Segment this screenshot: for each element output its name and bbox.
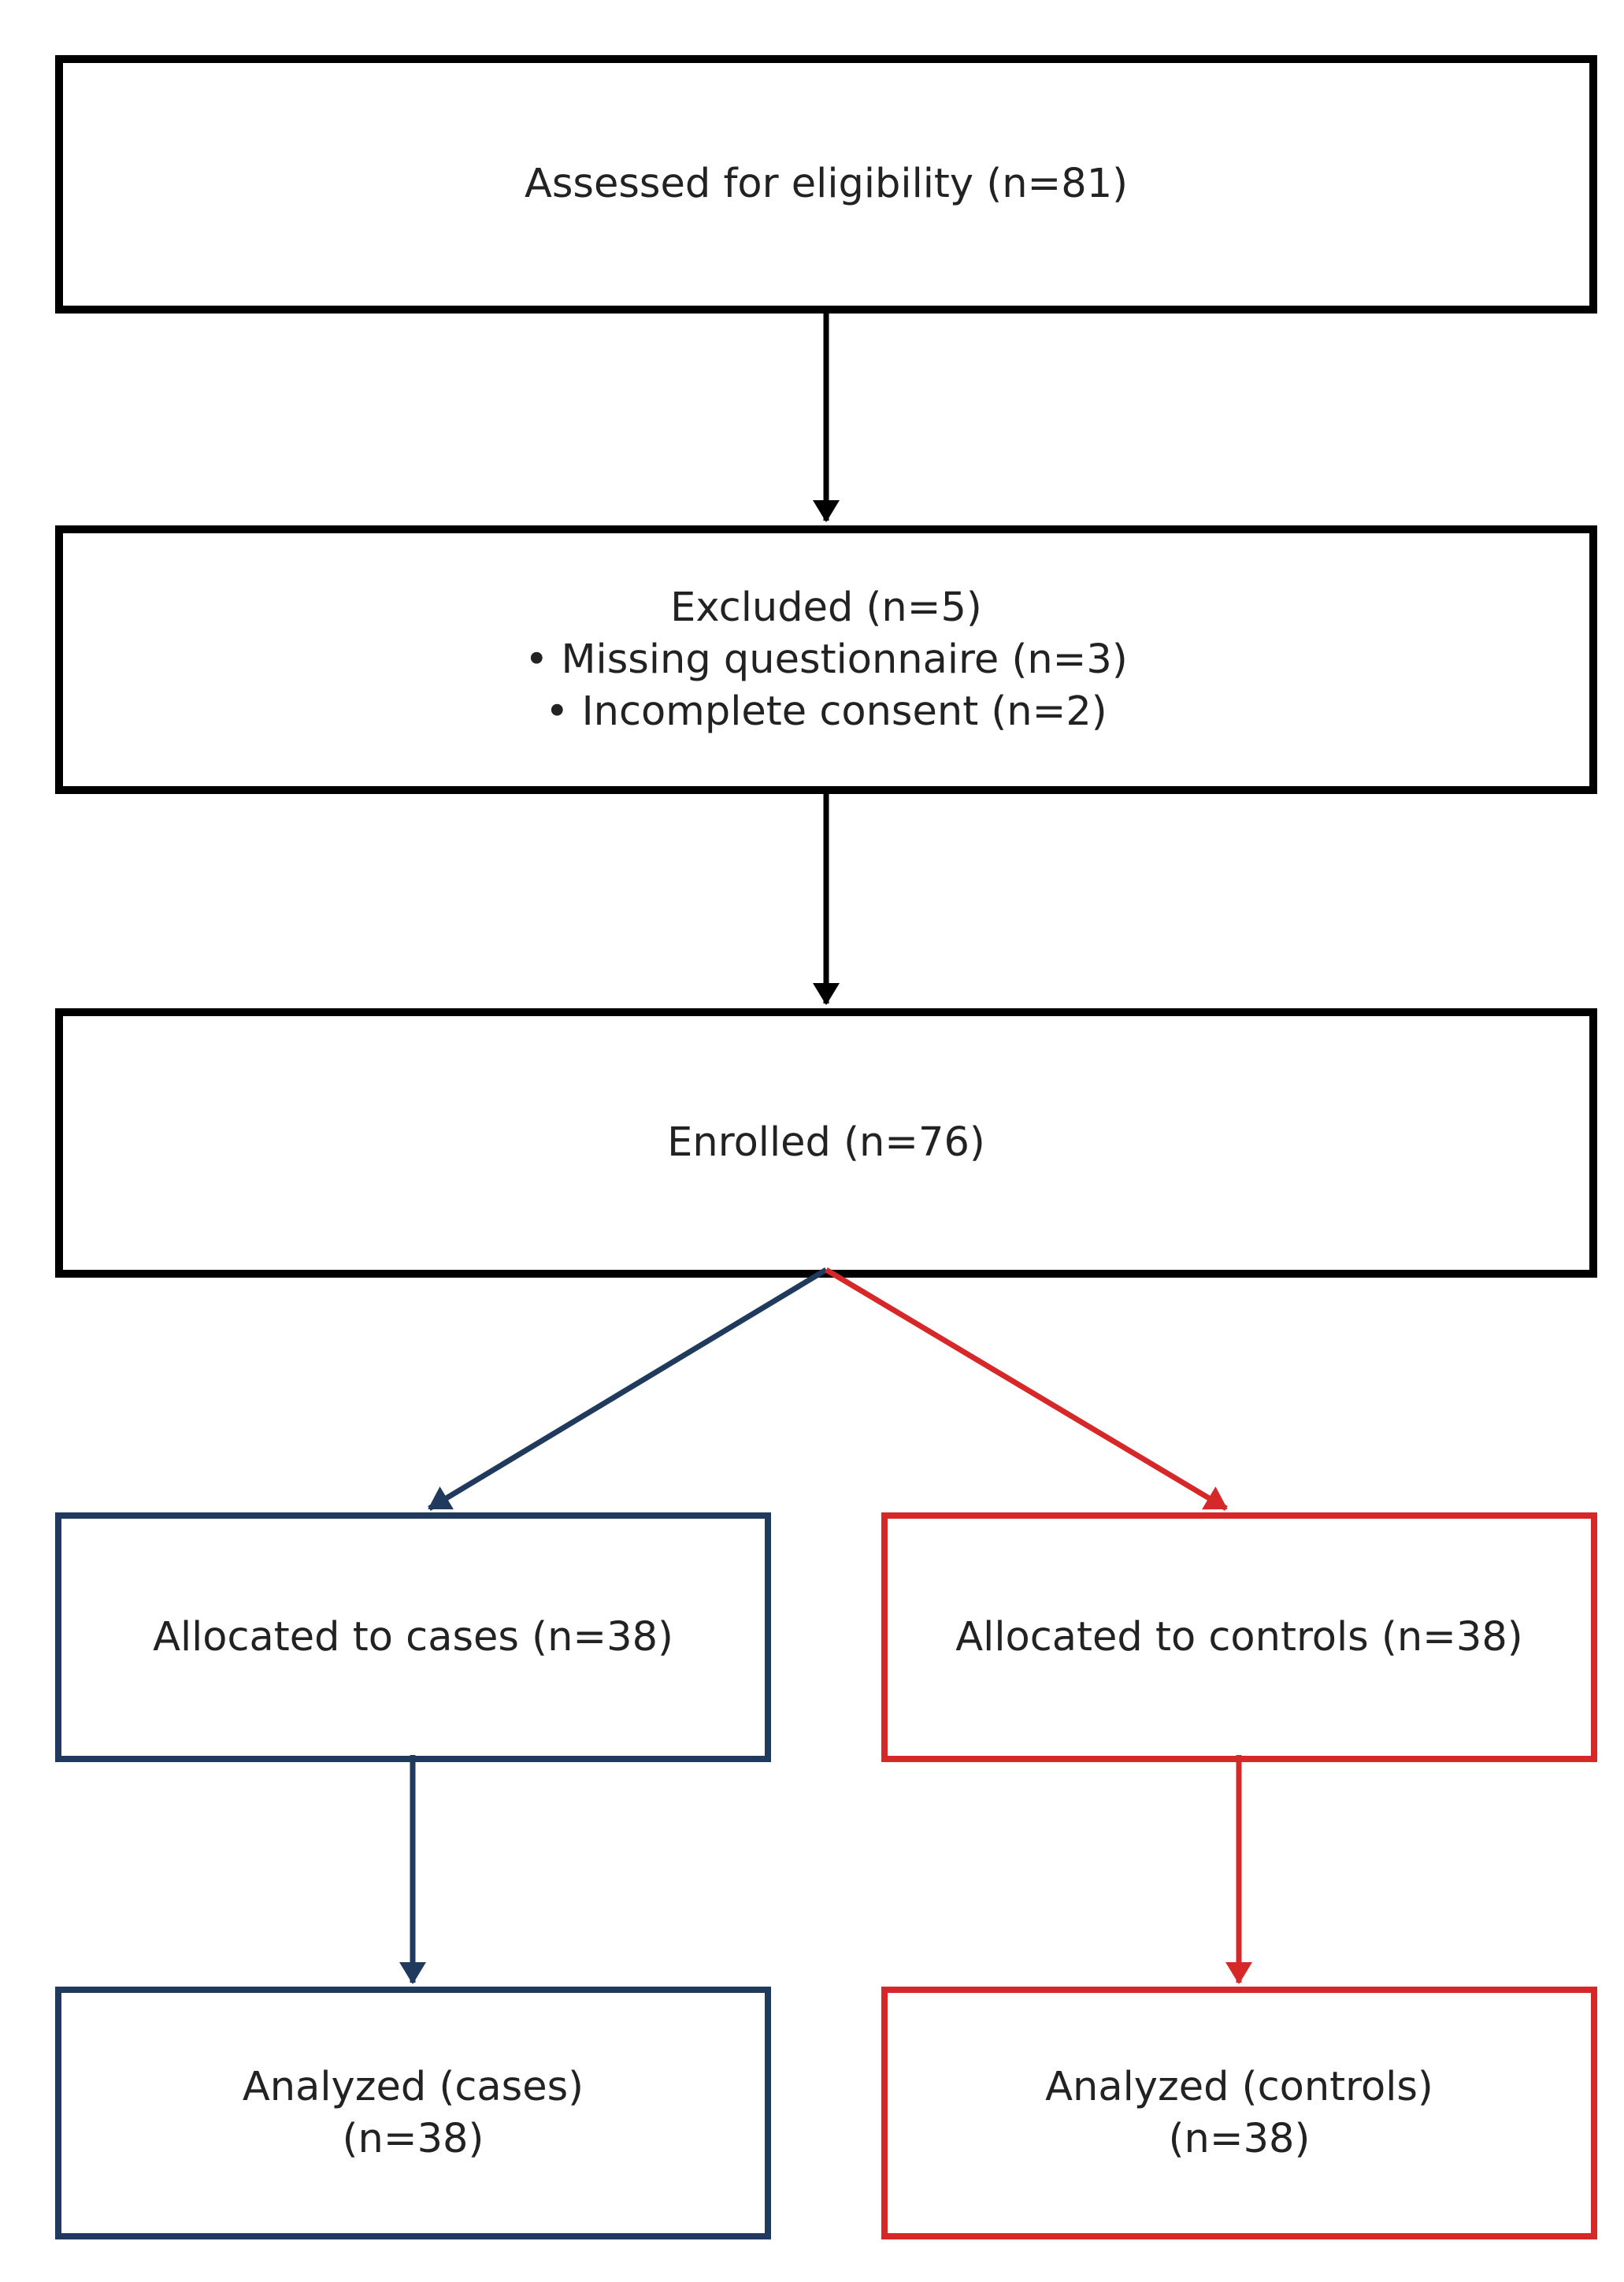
analyzed-controls-line1: Analyzed (controls) bbox=[1045, 2063, 1433, 2110]
analyzed-controls-line2: (n=38) bbox=[1168, 2115, 1311, 2162]
arrow-enrolled-to-cases bbox=[428, 1267, 828, 1511]
box-allocated-to-cases: Allocated to cases (n=38) bbox=[55, 1512, 771, 1762]
allocated-controls-label: Allocated to controls (n=38) bbox=[955, 1613, 1523, 1660]
enrolled-label: Enrolled (n=76) bbox=[667, 1119, 985, 1166]
box-excluded: Excluded (n=5) • Missing questionnaire (… bbox=[55, 525, 1597, 794]
box-analyzed-controls: Analyzed (controls) (n=38) bbox=[881, 1987, 1597, 2239]
excluded-item-missing-questionnaire: • Missing questionnaire (n=3) bbox=[525, 636, 1128, 683]
allocated-cases-label: Allocated to cases (n=38) bbox=[153, 1613, 673, 1660]
assessed-label: Assessed for eligibility (n=81) bbox=[524, 161, 1129, 207]
box-analyzed-cases: Analyzed (cases) (n=38) bbox=[55, 1987, 771, 2239]
box-assessed-for-eligibility: Assessed for eligibility (n=81) bbox=[55, 55, 1597, 314]
arrow-enrolled-to-controls bbox=[825, 1267, 1228, 1512]
analyzed-cases-line1: Analyzed (cases) bbox=[242, 2063, 584, 2110]
analyzed-cases-line2: (n=38) bbox=[342, 2115, 484, 2162]
excluded-item-incomplete-consent: • Incomplete consent (n=2) bbox=[545, 688, 1107, 735]
box-enrolled: Enrolled (n=76) bbox=[55, 1008, 1597, 1278]
excluded-title: Excluded (n=5) bbox=[670, 584, 982, 631]
box-allocated-to-controls: Allocated to controls (n=38) bbox=[881, 1512, 1597, 1762]
